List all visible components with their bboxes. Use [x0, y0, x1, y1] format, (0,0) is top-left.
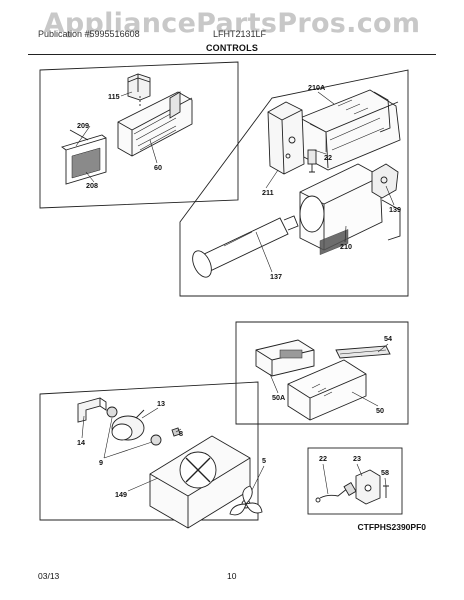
part-58-screw — [383, 485, 389, 498]
box-frame — [179, 69, 409, 297]
part-60-filter-head — [117, 91, 193, 157]
label-58: 58 — [381, 468, 389, 477]
label-211: 211 — [262, 188, 274, 197]
page-number: 10 — [227, 571, 237, 581]
label-137: 137 — [270, 272, 282, 281]
part-50A-tray — [255, 339, 315, 377]
label-14: 14 — [77, 438, 85, 447]
header-rule — [28, 54, 436, 55]
box-frame — [307, 447, 403, 515]
label-209: 209 — [77, 121, 89, 130]
label-210: 210 — [340, 242, 352, 251]
footer-date: 03/13 — [38, 571, 60, 581]
part-211-side-cover — [267, 101, 305, 175]
group-wire-harness — [307, 447, 403, 515]
label-208: 208 — [86, 181, 98, 190]
label-22-bottom: 22 — [319, 454, 327, 463]
box-frame — [39, 381, 259, 521]
part-209-frame — [61, 134, 107, 185]
label-60: 60 — [154, 163, 162, 172]
box-frame — [39, 61, 239, 209]
label-22-top: 22 — [324, 153, 332, 162]
group-fan-assembly — [39, 381, 263, 529]
group-filter-assembly — [179, 69, 409, 297]
label-50: 50 — [376, 406, 384, 415]
part-50-control-box — [287, 229, 367, 421]
part-13-motor — [111, 409, 145, 441]
part-149-shroud — [149, 435, 251, 529]
callout-labels: 115 209 60 208 210A 22 211 139 210 137 5… — [77, 83, 401, 499]
part-115-clip — [127, 73, 151, 106]
section-title: CONTROLS — [205, 43, 259, 53]
label-8: 8 — [179, 429, 183, 438]
group-filter-housing — [39, 61, 239, 209]
part-22-switch — [307, 149, 317, 173]
part-210A-housing — [299, 89, 401, 171]
part-23-bracket — [355, 469, 381, 505]
label-139: 139 — [389, 205, 401, 214]
label-210A: 210A — [308, 83, 325, 92]
leader-lines — [75, 91, 395, 495]
label-115: 115 — [108, 92, 120, 101]
label-23: 23 — [353, 454, 361, 463]
label-50A: 50A — [272, 393, 285, 402]
part-5-fan-blade — [229, 485, 263, 516]
part-210-housing — [299, 163, 401, 251]
label-9: 9 — [99, 458, 103, 467]
group-dispenser-control — [235, 229, 409, 425]
label-13: 13 — [157, 399, 165, 408]
part-9-grommets — [106, 406, 162, 446]
box-frame — [235, 321, 409, 425]
part-139-bracket — [371, 163, 399, 199]
part-54-strip — [335, 345, 391, 359]
part-14-bracket — [77, 397, 107, 423]
publication-number: Publication #5995516608 — [38, 29, 140, 39]
label-149: 149 — [115, 490, 127, 499]
part-22-harness — [315, 482, 357, 503]
label-54: 54 — [384, 334, 392, 343]
watermark-text: AppliancePartsPros.com — [43, 8, 421, 39]
part-137-cartridge — [192, 215, 299, 278]
model-number: LFHT2131LF — [213, 29, 267, 39]
diagram-code: CTFPHS2390PF0 — [357, 522, 427, 532]
label-5: 5 — [262, 456, 266, 465]
